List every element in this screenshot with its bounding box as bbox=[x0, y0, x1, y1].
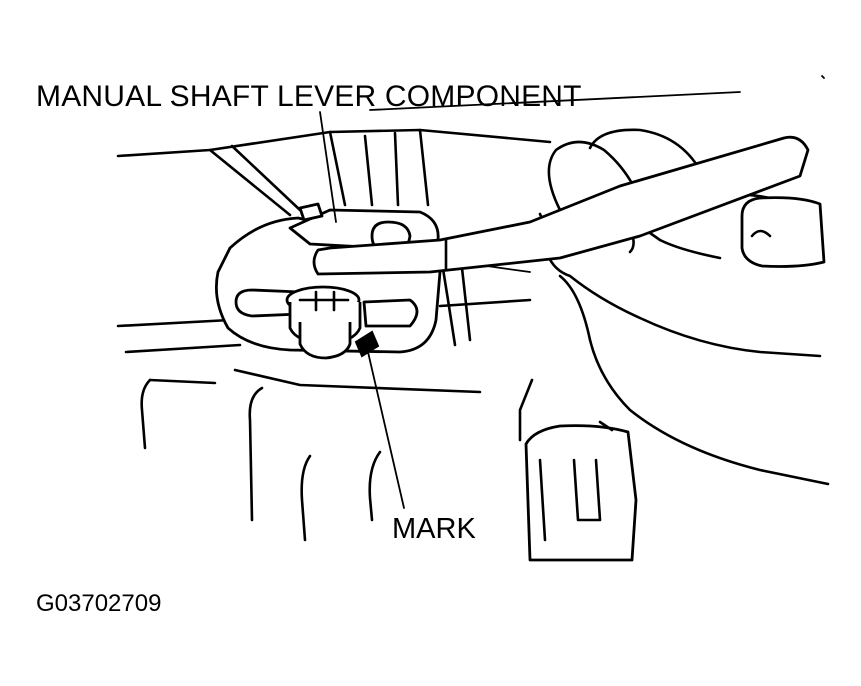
hand bbox=[518, 128, 830, 486]
pry-bar bbox=[312, 135, 810, 276]
lower-bracket bbox=[524, 420, 638, 562]
alignment-mark bbox=[354, 330, 380, 358]
stray-mark bbox=[821, 75, 825, 79]
mark-label: MARK bbox=[392, 513, 476, 545]
shaft-nut bbox=[285, 285, 362, 360]
figure-id: G03702709 bbox=[36, 590, 162, 617]
transmission-housing bbox=[116, 128, 552, 542]
component-label: MANUAL SHAFT LEVER COMPONENT bbox=[36, 80, 582, 113]
leader-lines bbox=[319, 91, 741, 509]
